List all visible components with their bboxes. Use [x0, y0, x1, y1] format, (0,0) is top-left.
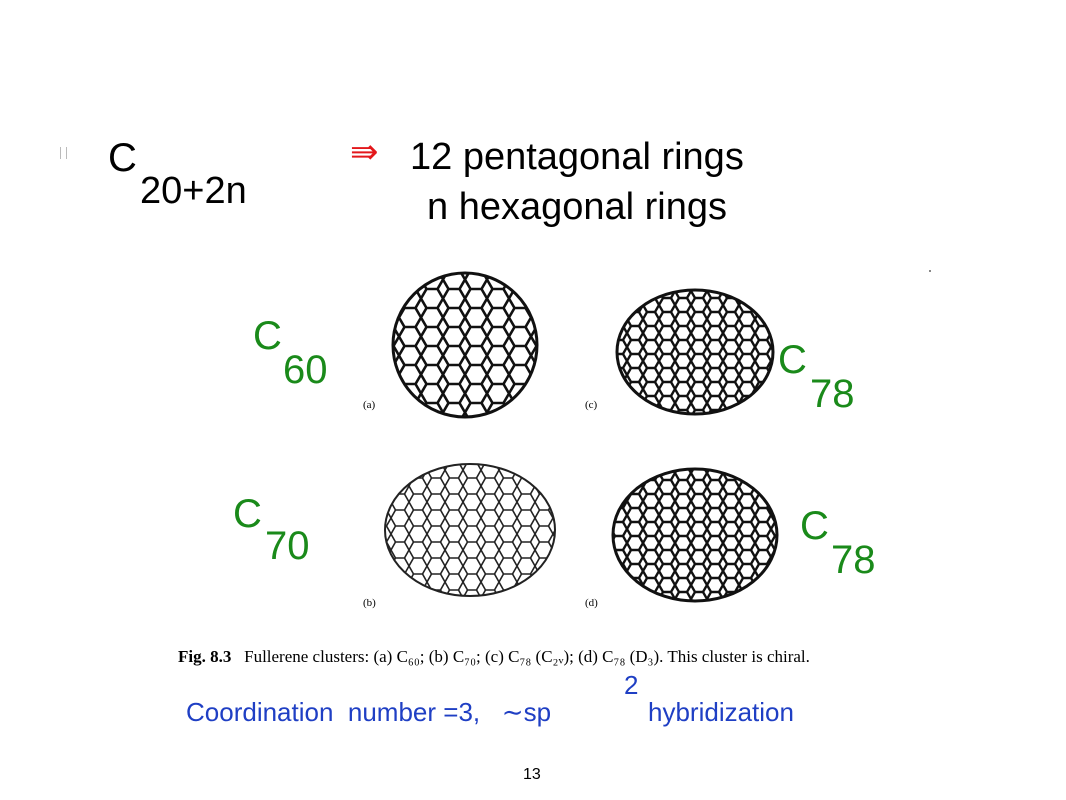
panel-c-label: (c) — [585, 399, 598, 411]
c78-top-subscript: 78 — [810, 372, 855, 416]
coordination-tail: hybridization — [648, 697, 794, 727]
formula-symbol: C — [108, 136, 137, 180]
c70-molecule — [384, 463, 556, 597]
coordination-superscript: 2 — [624, 670, 639, 700]
c78-bottom-symbol: C — [800, 504, 829, 548]
panel-b-label: (b) — [363, 597, 376, 609]
page-number: 13 — [523, 766, 541, 783]
c78-c2v-molecule — [615, 288, 775, 416]
figure-caption: Fig. 8.3 Fullerene clusters: (a) C₆₀; (b… — [178, 647, 810, 667]
implies-arrow-icon: ⇛ — [350, 133, 379, 171]
c78-top-symbol: C — [778, 338, 807, 382]
c60-subscript: 60 — [283, 348, 328, 392]
hexagonal-rings-text: n hexagonal rings — [427, 186, 727, 228]
caption-fig-number: Fig. 8.3 — [178, 647, 232, 666]
bullet-marks — [60, 146, 74, 159]
fullerene-figure: (a) (c) (b) (d) — [363, 271, 779, 609]
caption-text: Fullerene clusters: (a) C₆₀; (b) C₇₀; (c… — [244, 647, 810, 666]
c78-d3-molecule — [611, 467, 779, 603]
panel-a-label: (a) — [363, 399, 376, 411]
formula-subscript: 20+2n — [140, 170, 247, 212]
panel-d-label: (d) — [585, 597, 598, 609]
c70-symbol: C — [233, 492, 262, 536]
c60-symbol: C — [253, 314, 282, 358]
stray-dot — [929, 270, 931, 272]
c60-molecule — [391, 271, 539, 419]
pentagonal-rings-text: 12 pentagonal rings — [410, 136, 744, 178]
c70-subscript: 70 — [265, 524, 310, 568]
coordination-text: Coordination number =3, ∼sp — [186, 697, 552, 727]
c78-bottom-subscript: 78 — [831, 538, 876, 582]
